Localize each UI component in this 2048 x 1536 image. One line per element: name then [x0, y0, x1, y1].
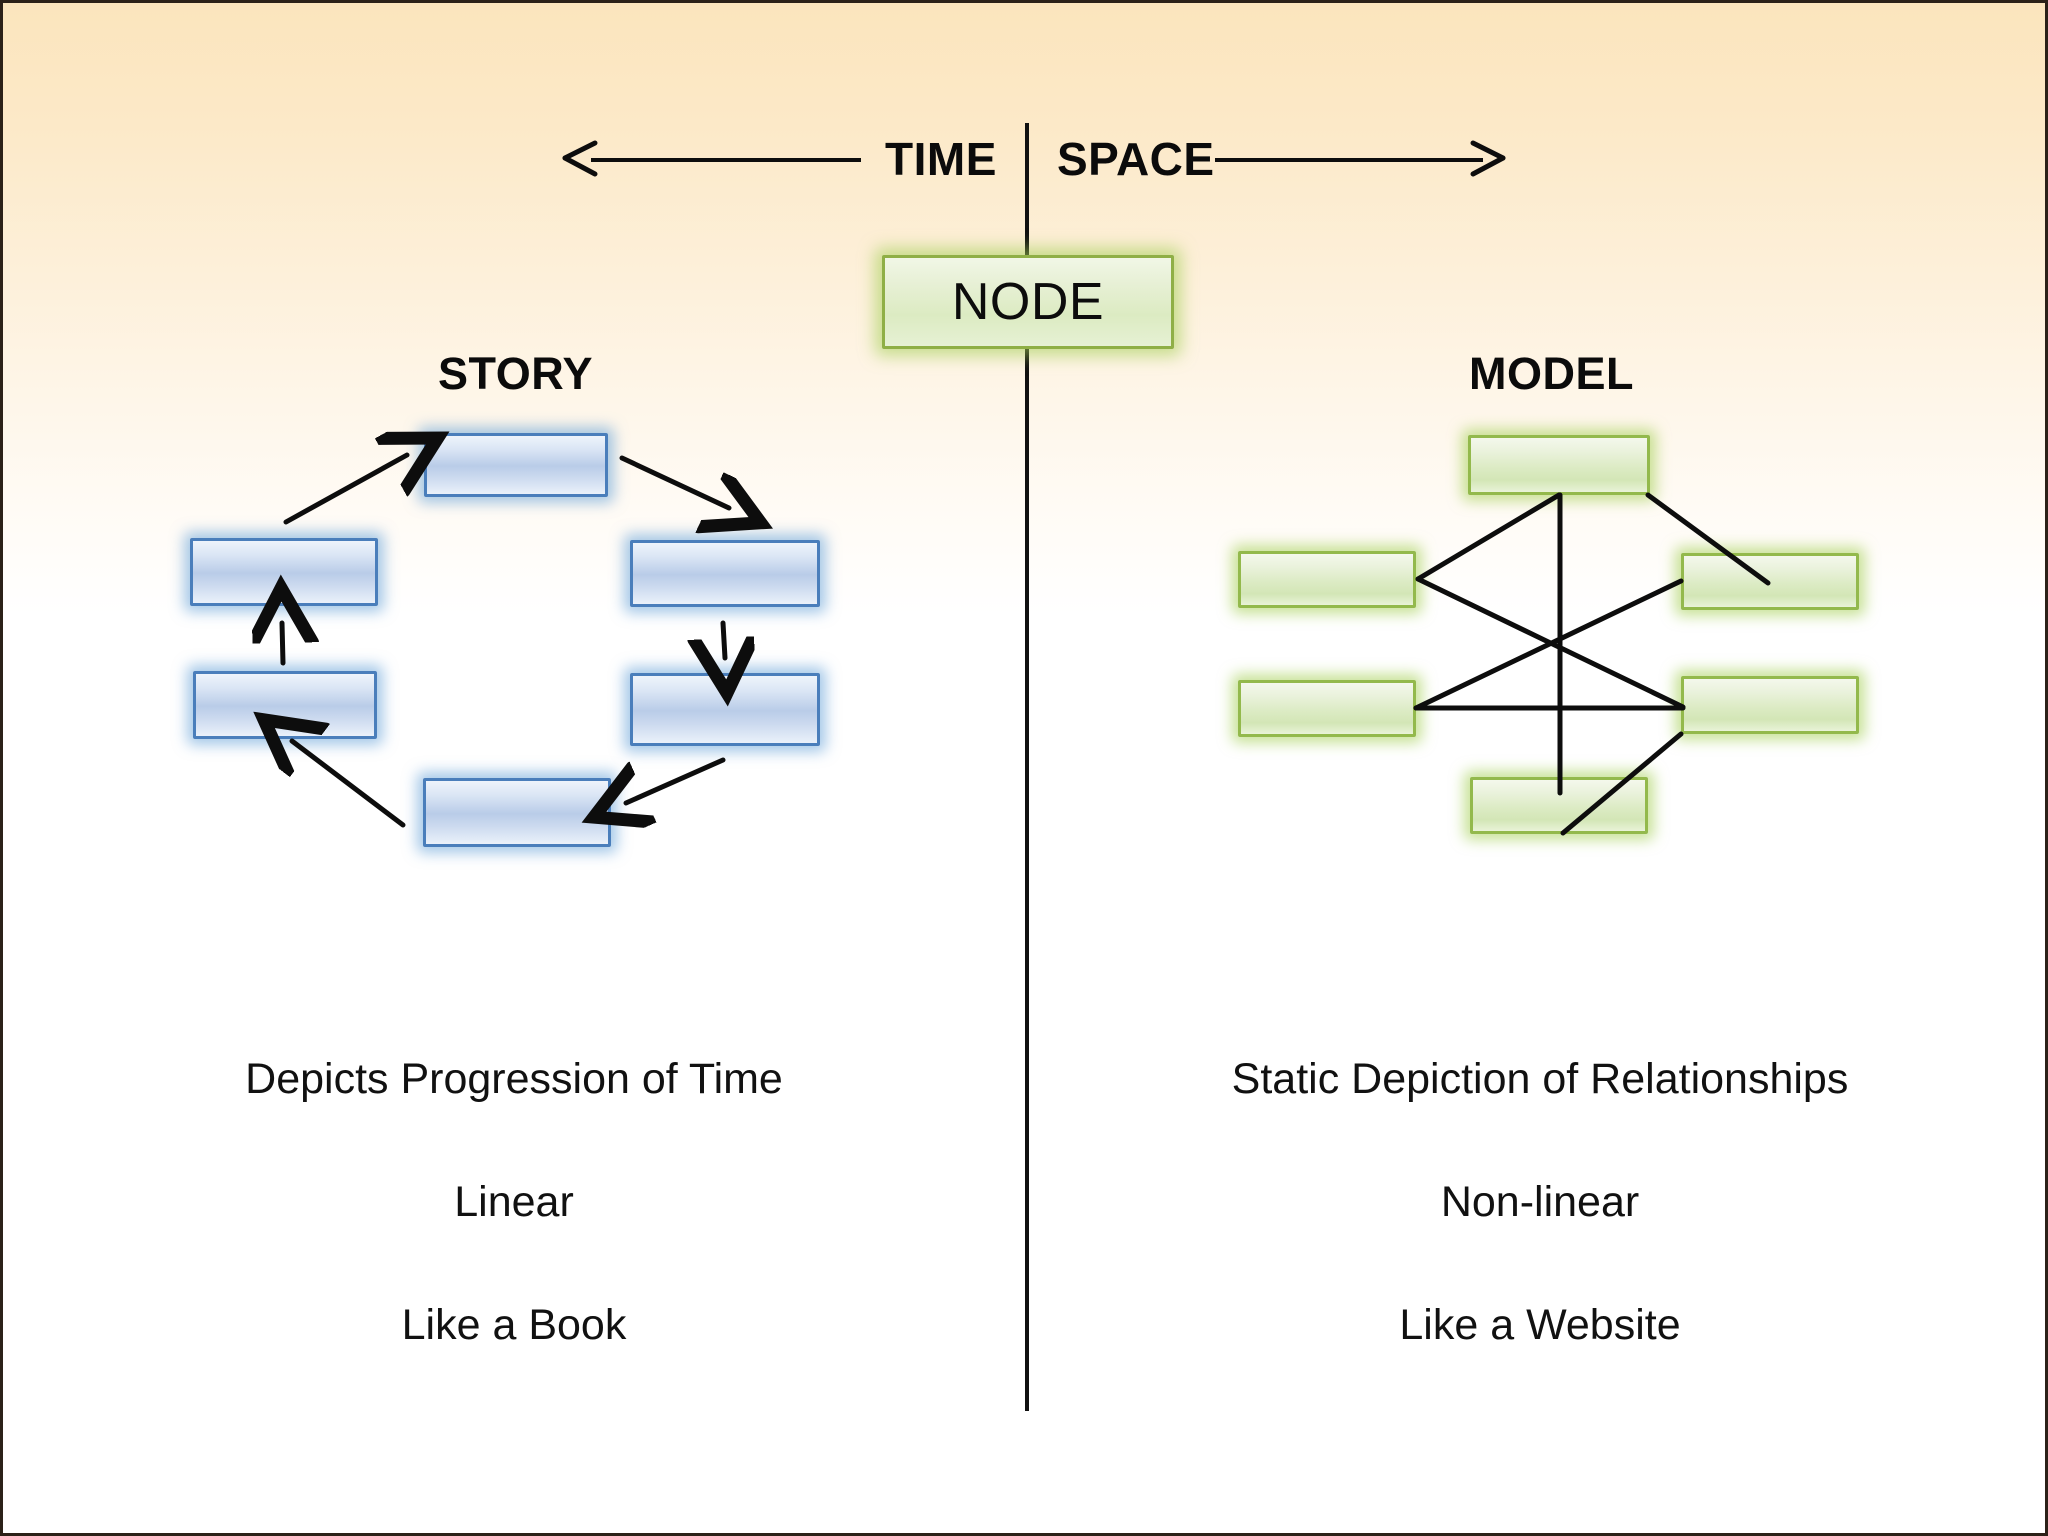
- story-caption-3: Like a Book: [401, 1301, 627, 1349]
- time-axis-label: TIME: [885, 133, 997, 185]
- node-box[interactable]: NODE: [882, 255, 1174, 349]
- story-node-right-lower[interactable]: [630, 673, 820, 746]
- story-node-right-upper[interactable]: [630, 540, 820, 607]
- model-caption-1: Static Depiction of Relationships: [1231, 1055, 1849, 1103]
- model-edge-leftlower-rightupper: [1413, 578, 1684, 711]
- space-axis-label: SPACE: [1057, 133, 1215, 185]
- story-arrow-right-upper-to-right-lower: [723, 620, 725, 658]
- model-caption-3: Like a Website: [1399, 1301, 1681, 1349]
- story-arrow-left-upper-to-top: [283, 455, 407, 525]
- model-caption-group: Static Depiction of Relationships Non-li…: [1029, 1055, 2045, 1349]
- story-node-left-lower[interactable]: [193, 671, 377, 739]
- arrow-left-icon: [562, 140, 598, 177]
- space-axis-line: [1215, 158, 1483, 162]
- time-axis-line: [591, 158, 861, 162]
- model-node-right-lower[interactable]: [1681, 676, 1859, 734]
- model-node-left-middle[interactable]: [1238, 551, 1416, 608]
- story-node-top[interactable]: [424, 433, 608, 497]
- story-arrow-left-lower-to-left-upper: [282, 623, 283, 666]
- model-node-left-lower[interactable]: [1238, 680, 1416, 737]
- story-arrow-top-to-right-upper: [619, 455, 729, 508]
- vertical-divider: [1025, 123, 1029, 1411]
- model-edge-leftmid-rightlower: [1415, 576, 1686, 710]
- model-node-top[interactable]: [1468, 435, 1650, 495]
- model-node-right-upper[interactable]: [1681, 553, 1859, 610]
- model-node-bottom[interactable]: [1470, 777, 1648, 834]
- story-arrow-bottom-to-left-lower: [292, 741, 406, 828]
- story-node-left-upper[interactable]: [190, 538, 378, 606]
- story-section-title: STORY: [438, 348, 594, 399]
- story-node-bottom[interactable]: [423, 778, 611, 847]
- arrow-right-icon: [1467, 140, 1506, 177]
- model-edge-top-leftmid: [1415, 492, 1562, 582]
- story-caption-2: Linear: [454, 1178, 574, 1226]
- model-section-title: MODEL: [1469, 348, 1634, 399]
- story-caption-1: Depicts Progression of Time: [245, 1055, 783, 1103]
- story-caption-group: Depicts Progression of Time Linear Like …: [3, 1058, 1025, 1347]
- story-arrow-right-lower-to-bottom: [626, 757, 726, 803]
- node-label: NODE: [951, 273, 1105, 331]
- model-caption-2: Non-linear: [1440, 1178, 1640, 1226]
